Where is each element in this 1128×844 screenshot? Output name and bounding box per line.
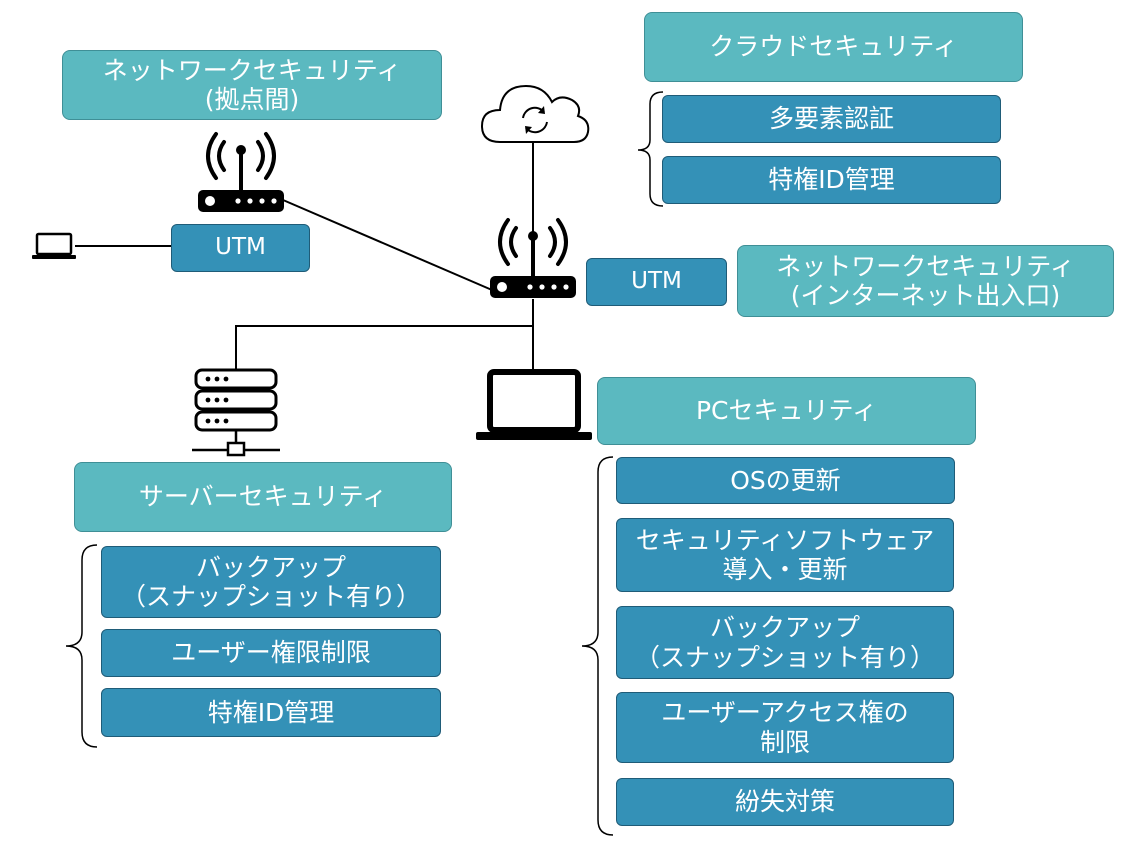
utm-internet-box: UTM bbox=[586, 258, 727, 306]
pc-item: セキュリティソフトウェア 導入・更新 bbox=[616, 518, 954, 592]
pc-item: バックアップ （スナップショット有り） bbox=[616, 606, 954, 679]
brace-server bbox=[65, 544, 98, 748]
pc-item: ユーザーアクセス権の 制限 bbox=[616, 692, 954, 763]
pc-item: OSの更新 bbox=[616, 457, 955, 504]
router-icon bbox=[490, 218, 576, 298]
pc-security-title: PCセキュリティ bbox=[597, 377, 976, 445]
router-icon bbox=[198, 132, 284, 212]
server-security-title: サーバーセキュリティ bbox=[74, 462, 452, 532]
cloud-item: 多要素認証 bbox=[662, 95, 1001, 143]
cloud-sync-icon bbox=[480, 84, 590, 143]
network-hub-title: ネットワークセキュリティ (拠点間) bbox=[62, 50, 442, 120]
server-item: ユーザー権限制限 bbox=[101, 629, 441, 677]
brace-pc bbox=[581, 456, 614, 836]
pc-item: 紛失対策 bbox=[616, 778, 954, 826]
brace-cloud bbox=[637, 91, 664, 207]
laptop-icon bbox=[476, 369, 592, 440]
laptop-icon bbox=[32, 232, 76, 259]
network-internet-title: ネットワークセキュリティ (インターネット出入口) bbox=[737, 245, 1114, 317]
utm-hub-box: UTM bbox=[171, 224, 310, 272]
cloud-item: 特権ID管理 bbox=[662, 156, 1001, 204]
server-icon bbox=[192, 368, 280, 457]
server-item: 特権ID管理 bbox=[101, 688, 441, 737]
server-item: バックアップ （スナップショット有り） bbox=[101, 546, 441, 618]
cloud-security-title: クラウドセキュリティ bbox=[644, 12, 1023, 82]
